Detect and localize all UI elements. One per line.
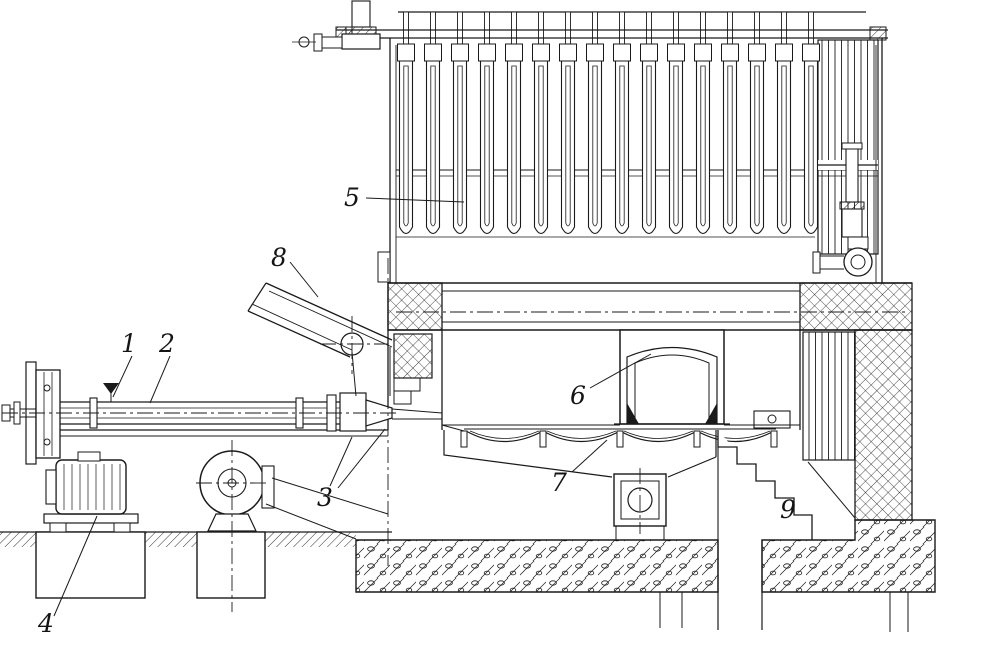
motor-foundation-block (35, 531, 146, 599)
motor-body (55, 459, 127, 515)
front-arch-masonry (387, 282, 443, 331)
main-foundation (355, 539, 719, 593)
ground-hatch (265, 532, 356, 547)
blowdown-valve (843, 247, 873, 277)
fan (199, 450, 389, 540)
ground-hatch (145, 532, 197, 547)
callout-5: 5 (344, 183, 360, 212)
callout-9: 9 (780, 495, 796, 524)
callout-7: 7 (551, 468, 567, 497)
side-bracket (377, 251, 391, 283)
rear-wall-masonry (854, 329, 913, 521)
callout-1: 1 (121, 329, 137, 358)
front-wall-refractory (393, 333, 433, 379)
grate (441, 410, 800, 448)
feed-valve (103, 383, 119, 394)
burner-nozzle (365, 399, 393, 427)
top-left-pipe (351, 0, 371, 28)
grate-rear-seal (753, 410, 791, 429)
callout-8: 8 (271, 243, 287, 272)
rear-foundation (761, 519, 936, 593)
rear-arch-masonry (799, 282, 913, 331)
furnace (387, 282, 913, 540)
coal-chute (247, 282, 393, 397)
tube-bank (335, 11, 888, 283)
callout-2: 2 (158, 329, 175, 358)
rear-gas-pass (802, 331, 856, 461)
leader-lines (53, 197, 652, 617)
fan-discharge (261, 465, 275, 509)
callout-3: 3 (317, 483, 333, 512)
centerlines (2, 258, 906, 612)
right-riser-pipe (845, 147, 859, 203)
ash-hopper (443, 430, 717, 540)
ground-hatch (0, 532, 36, 547)
feeder-head-box (339, 392, 367, 432)
fan-foundation-block (196, 531, 266, 599)
steam-fittings (292, 0, 873, 277)
furnace-opening (614, 329, 730, 425)
foundations (0, 519, 936, 632)
callout-6: 6 (570, 381, 586, 410)
callouts: 1 2 3 4 5 6 7 8 9 (37, 183, 796, 638)
rear-steps (717, 430, 813, 540)
motor (43, 451, 139, 533)
callout-4: 4 (37, 609, 54, 638)
